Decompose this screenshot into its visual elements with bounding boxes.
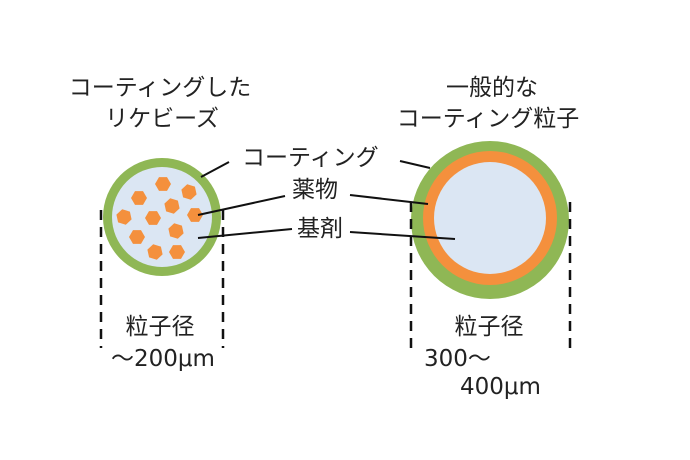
left-size-value: 〜200μm: [111, 346, 215, 372]
drug-hexagon: [131, 191, 147, 205]
drug-hexagon: [155, 177, 171, 191]
leader-right-base: [349, 231, 456, 240]
drug-hexagon: [129, 230, 145, 244]
right-title-line2: コーティング粒子: [397, 106, 580, 132]
leader-right-coating: [399, 160, 431, 169]
drug-hexagon: [187, 208, 203, 222]
leader-right-drug: [349, 194, 429, 205]
right-title-line1: 一般的な: [446, 75, 538, 101]
leader-left-coating: [200, 161, 230, 178]
left-size-label: 粒子径: [126, 314, 195, 340]
drug-hexagon: [147, 244, 163, 260]
label-coating: コーティング: [242, 145, 379, 171]
right-size-value-line2: 400μm: [460, 374, 541, 400]
right-base-core: [434, 162, 546, 274]
drug-hexagon: [169, 245, 185, 259]
label-drug: 薬物: [292, 177, 338, 203]
drug-hexagon: [116, 209, 132, 225]
leader-left-drug: [197, 195, 286, 216]
label-base: 基剤: [297, 216, 343, 242]
drug-hexagon: [164, 198, 180, 214]
right-size-value-line1: 300〜: [424, 346, 491, 372]
drug-hexagon: [168, 223, 184, 239]
right-size-label: 粒子径: [455, 314, 524, 340]
left-title-line2: リケビーズ: [105, 106, 219, 132]
drug-hexagon: [145, 211, 161, 225]
size-guides: [99, 202, 572, 348]
left-drug-particles: [116, 177, 203, 260]
leader-left-base: [197, 228, 293, 239]
drug-hexagon: [181, 184, 197, 200]
leader-lines: [197, 160, 456, 240]
left-title-line1: コーティングした: [69, 75, 252, 101]
